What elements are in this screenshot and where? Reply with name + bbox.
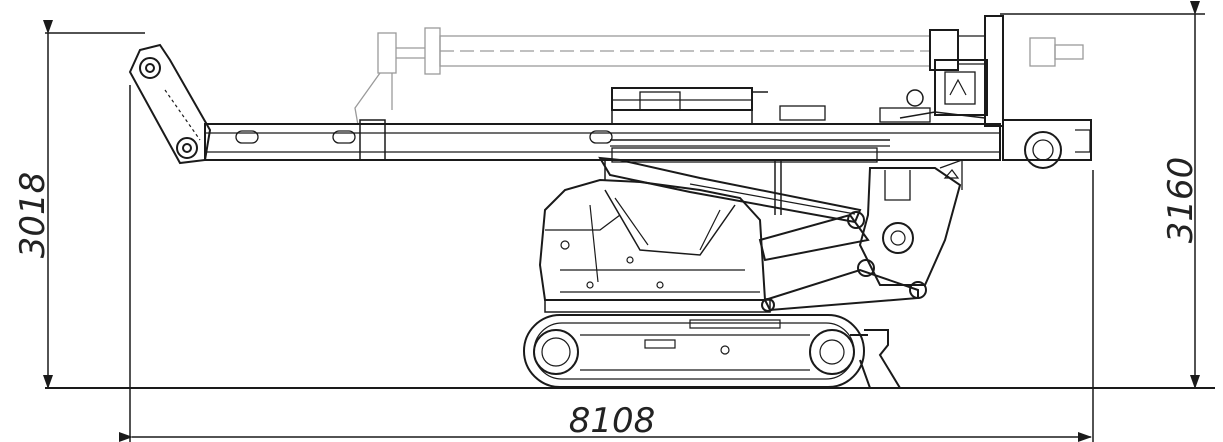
- dimension-label-8108: 8108: [569, 401, 656, 441]
- boom-cylinder: [598, 156, 862, 224]
- dozer-blade: [850, 329, 902, 389]
- right-height-dimension: 3160: [1000, 1, 1205, 389]
- crawler-track: [523, 314, 865, 388]
- kelly-bar-ghost: [354, 27, 1084, 126]
- rotary-head: [899, 15, 1092, 169]
- left-height-dimension: 3018: [13, 20, 145, 389]
- crown-sheave: [128, 43, 212, 165]
- parallel-linkage: [758, 211, 927, 312]
- dimension-label-3018: 3018: [13, 172, 53, 259]
- mast-bracket: [858, 159, 963, 286]
- dimension-label-3160: 3160: [1161, 157, 1201, 244]
- winch-platform: [611, 87, 931, 124]
- main-mast: [204, 119, 1001, 163]
- mast-stays: [604, 160, 782, 215]
- length-dimension: 8108: [119, 85, 1094, 442]
